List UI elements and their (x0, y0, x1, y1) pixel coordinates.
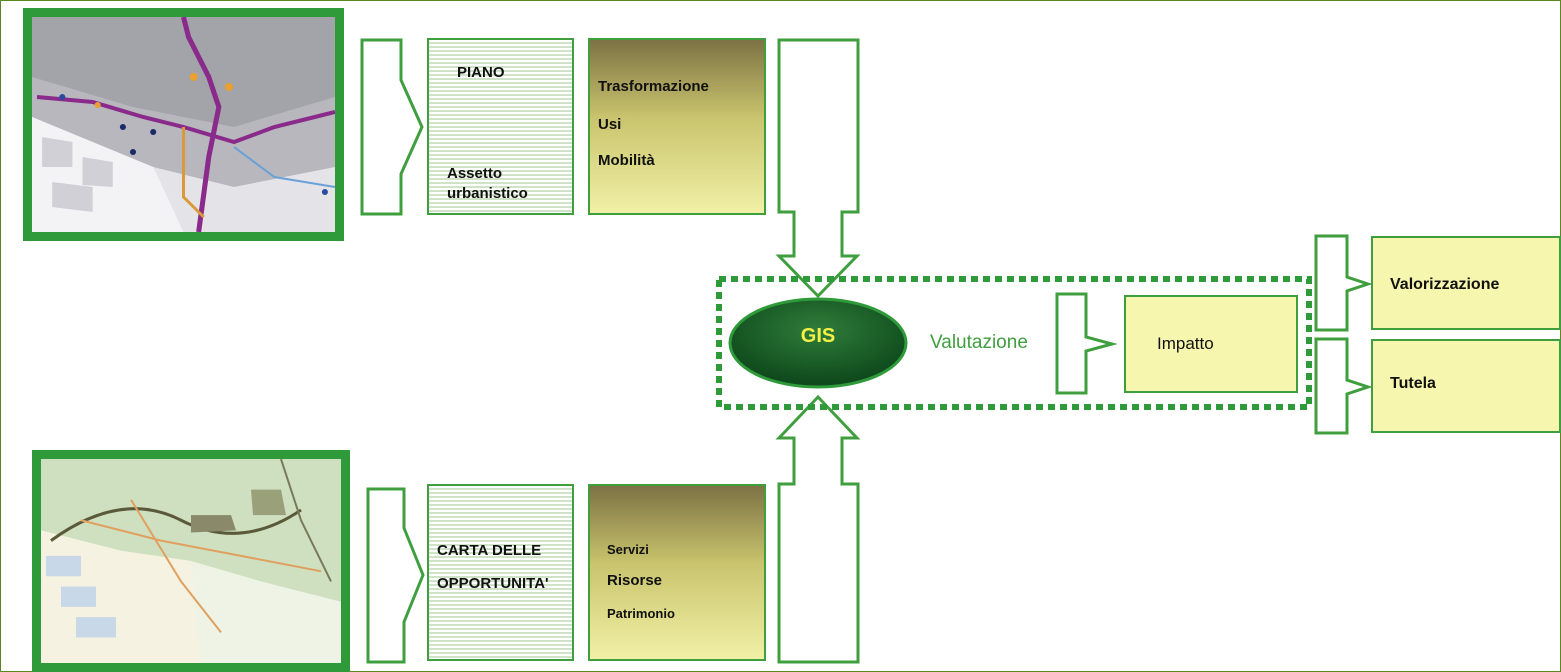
piano-label: PIANO (457, 64, 505, 81)
impatto-input-arrow (1055, 292, 1118, 395)
bottom-items-box (588, 484, 766, 661)
carta-box (427, 484, 574, 661)
assetto-label-line2: urbanistico (447, 185, 528, 202)
tutela-label: Tutela (1390, 375, 1436, 392)
carta-label-line2: OPPORTUNITA' (437, 575, 549, 592)
top-left-chevron-arrow (360, 38, 424, 216)
mobilita-label: Mobilità (598, 152, 655, 169)
top-items-box (588, 38, 766, 215)
bottom-up-arrow (775, 394, 861, 664)
tutela-arrow (1314, 337, 1373, 435)
trasformazione-label: Trasformazione (598, 78, 709, 95)
carta-label-line1: CARTA DELLE (437, 542, 542, 559)
opportunity-map (32, 450, 350, 672)
impatto-box (1124, 295, 1298, 393)
assetto-label-line1: Assetto (447, 165, 503, 182)
impatto-label: Impatto (1157, 334, 1214, 353)
tutela-box (1371, 339, 1561, 433)
valorizzazione-arrow (1314, 234, 1373, 332)
risorse-label: Risorse (607, 572, 663, 589)
gis-ellipse (728, 297, 908, 389)
valorizzazione-label: Valorizzazione (1390, 276, 1500, 293)
evaluation-dashed-frame (716, 276, 1312, 410)
patrimonio-label: Patrimonio (607, 606, 675, 621)
gis-label: GIS (800, 325, 836, 347)
usi-label: Usi (598, 116, 622, 133)
valutazione-label: Valutazione (930, 332, 1028, 353)
bottom-left-chevron-arrow (366, 487, 425, 664)
servizi-label: Servizi (607, 542, 649, 557)
piano-box (427, 38, 574, 215)
top-down-arrow (775, 38, 861, 299)
urban-plan-map (23, 8, 344, 241)
valorizzazione-box (1371, 236, 1561, 330)
